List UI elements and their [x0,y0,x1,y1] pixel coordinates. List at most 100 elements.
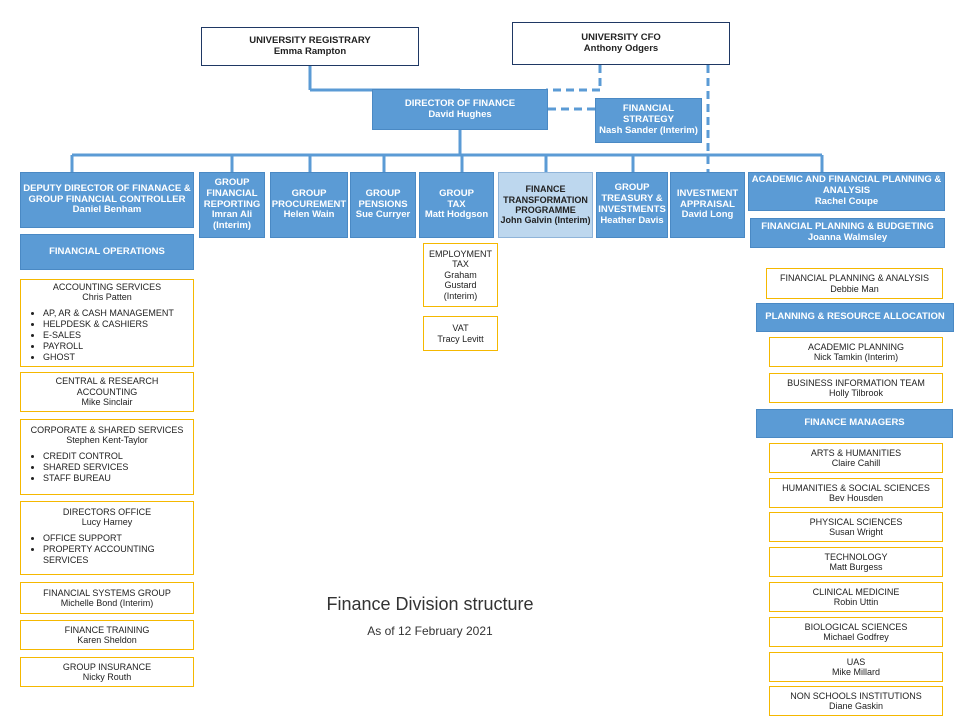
registrar-name: Emma Rampton [273,45,347,57]
deputy-name: Daniel Benham [72,204,142,216]
finance-training-name: Karen Sheldon [77,635,137,645]
corporate-shared-title: CORPORATE & SHARED SERVICES [30,425,184,435]
transformation-box: FINANCE TRANSFORMATION PROGRAMME John Ga… [498,172,593,238]
investment-title: INVESTMENT APPRAISAL [676,187,739,210]
fm-uas-box: UAS Mike Millard [769,652,943,682]
central-research-box: CENTRAL & RESEARCH ACCOUNTING Mike Sincl… [20,372,194,412]
central-research-title: CENTRAL & RESEARCH ACCOUNTING [55,376,159,397]
group-insurance-title: GROUP INSURANCE [62,661,152,672]
fm-clinical-title: CLINICAL MEDICINE [812,586,900,597]
transformation-title: FINANCE TRANSFORMATION PROGRAMME [503,184,588,215]
treasury-name: Heather Davis [600,214,664,226]
director-name: David Hughes [428,108,492,120]
employment-tax-title: EMPLOYMENT TAX [428,249,492,270]
list-item: AP, AR & CASH MANAGEMENT [43,308,193,319]
treasury-title: GROUP TREASURY & INVESTMENTS [598,182,666,215]
vat-name: Tracy Levitt [437,333,484,344]
pensions-title: GROUP PENSIONS [358,187,408,210]
diagram-title: Finance Division structure [326,594,534,614]
central-research-name: Mike Sinclair [81,397,133,408]
fm-technology-title: TECHNOLOGY [824,551,888,562]
registrar-box: UNIVERSITY REGISTRARY Emma Rampton [201,27,419,66]
fm-physical-name: Susan Wright [829,527,883,537]
fm-physical-box: PHYSICAL SCIENCES Susan Wright [769,512,943,542]
fm-biological-box: BIOLOGICAL SCIENCES Michael Godfrey [769,617,943,647]
director-box: DIRECTOR OF FINANCE David Hughes [372,89,548,130]
fm-arts-title: ARTS & HUMANITIES [810,447,902,458]
employment-tax-box: EMPLOYMENT TAX Graham Gustard (Interim) [423,243,498,307]
financial-operations-title: FINANCIAL OPERATIONS [49,245,165,257]
academic-planning-box: ACADEMIC PLANNING Nick Tamkin (Interim) [769,337,943,367]
pensions-name: Sue Curryer [355,209,411,221]
deputy-title: DEPUTY DIRECTOR OF FINANACE & GROUP FINA… [23,182,191,205]
list-item: PAYROLL [43,341,193,352]
fm-hss-title: HUMANITIES & SOCIAL SCIENCES [782,482,930,493]
business-info-box: BUSINESS INFORMATION TEAM Holly Tilbrook [769,373,943,403]
financial-operations-header: FINANCIAL OPERATIONS [20,234,194,270]
strategy-title: FINANCIAL STRATEGY [622,103,675,126]
financial-systems-title: FINANCIAL SYSTEMS GROUP [43,587,171,598]
reporting-box: GROUP FINANCIAL REPORTING Imran Ali (Int… [199,172,265,238]
accounting-services-list: AP, AR & CASH MANAGEMENT HELPDESK & CASH… [21,308,193,363]
directors-office-name: Lucy Harney [81,517,133,528]
strategy-name: Nash Sander (Interim) [599,124,698,136]
list-item: STAFF BUREAU [43,473,193,484]
academic-planning-title: ACADEMIC PLANNING [807,341,905,352]
pra-title: PLANNING & RESOURCE ALLOCATION [765,311,945,323]
cfo-box: UNIVERSITY CFO Anthony Odgers [512,22,730,65]
finance-training-title: FINANCE TRAINING [64,624,150,635]
list-item: CREDIT CONTROL [43,451,193,462]
fm-technology-name: Matt Burgess [829,562,883,572]
fm-hss-name: Bev Housden [828,493,884,503]
fm-biological-name: Michael Godfrey [823,632,889,642]
academic-title: ACADEMIC AND FINANCIAL PLANNING & ANALYS… [751,174,942,197]
fpa-box: FINANCIAL PLANNING & ANALYSIS Debbie Man [766,268,943,299]
fm-arts-box: ARTS & HUMANITIES Claire Cahill [769,443,943,473]
pra-header: PLANNING & RESOURCE ALLOCATION [756,303,954,332]
accounting-services-name: Chris Patten [82,292,132,303]
transformation-name: John Galvin (Interim) [500,215,591,226]
list-item: PROPERTY ACCOUNTING SERVICES [43,544,193,566]
tax-title: GROUP TAX [439,187,474,210]
procurement-title: GROUP PROCUREMENT [271,187,347,210]
academic-name: Rachel Coupe [814,195,879,207]
directors-office-box: DIRECTORS OFFICE Lucy Harney OFFICE SUPP… [20,501,194,575]
fm-biological-title: BIOLOGICAL SCIENCES [804,621,908,632]
fm-uas-title: UAS [846,656,866,667]
investment-name: David Long [681,209,734,221]
fm-non-schools-name: Diane Gaskin [828,701,884,711]
tax-box: GROUP TAX Matt Hodgson [419,172,494,238]
fm-physical-title: PHYSICAL SCIENCES [809,516,903,527]
list-item: GHOST [43,352,193,363]
list-item: SHARED SERVICES [43,462,193,473]
fm-technology-box: TECHNOLOGY Matt Burgess [769,547,943,577]
cfo-title: UNIVERSITY CFO [581,31,661,43]
fpa-name: Debbie Man [830,283,879,294]
investment-box: INVESTMENT APPRAISAL David Long [670,172,745,238]
procurement-box: GROUP PROCUREMENT Helen Wain [270,172,348,238]
corporate-shared-name: Stephen Kent-Taylor [66,435,148,446]
director-title: DIRECTOR OF FINANCE [404,97,516,109]
tax-name: Matt Hodgson [424,209,489,221]
business-info-name: Holly Tilbrook [828,388,884,398]
fpb-name: Joanna Walmsley [807,232,888,243]
fm-hss-box: HUMANITIES & SOCIAL SCIENCES Bev Housden [769,478,943,508]
fm-non-schools-title: NON SCHOOLS INSTITUTIONS [790,690,922,701]
list-item: HELPDESK & CASHIERS [43,319,193,330]
fm-non-schools-box: NON SCHOOLS INSTITUTIONS Diane Gaskin [769,686,943,716]
finance-managers-header: FINANCE MANAGERS [756,409,953,438]
pensions-box: GROUP PENSIONS Sue Curryer [350,172,416,238]
directors-office-title: DIRECTORS OFFICE [62,507,152,517]
group-insurance-name: Nicky Routh [82,672,132,682]
deputy-box: DEPUTY DIRECTOR OF FINANACE & GROUP FINA… [20,172,194,228]
fm-arts-name: Claire Cahill [831,458,881,468]
academic-box: ACADEMIC AND FINANCIAL PLANNING & ANALYS… [748,172,945,211]
cfo-name: Anthony Odgers [583,42,659,54]
list-item: E-SALES [43,330,193,341]
group-insurance-box: GROUP INSURANCE Nicky Routh [20,657,194,687]
financial-systems-name: Michelle Bond (Interim) [60,598,154,608]
financial-systems-box: FINANCIAL SYSTEMS GROUP Michelle Bond (I… [20,582,194,614]
finance-training-box: FINANCE TRAINING Karen Sheldon [20,620,194,650]
reporting-title: GROUP FINANCIAL REPORTING [203,176,261,210]
